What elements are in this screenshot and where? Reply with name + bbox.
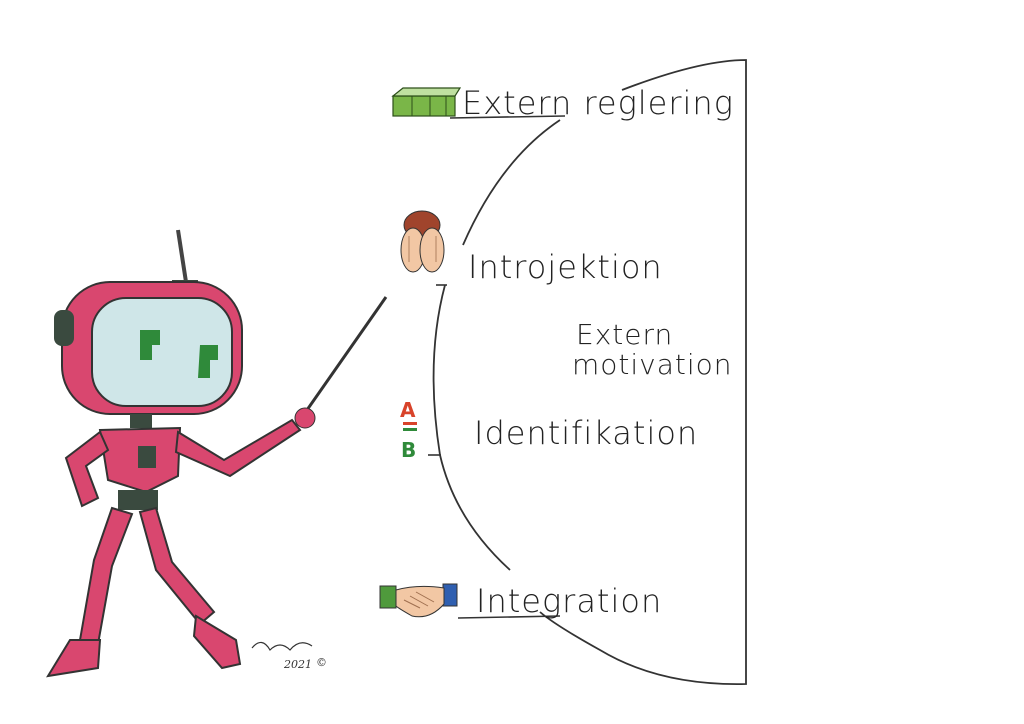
stage-label-extern-reglering: Extern reglering	[462, 84, 734, 122]
stage-connector-arc	[432, 119, 561, 571]
extern-motivation-outline	[539, 59, 747, 685]
group-label-line1: Extern	[576, 318, 674, 351]
stage-label-identifikation: Identifikation	[474, 414, 699, 452]
stage-label-integration: Integration	[476, 582, 663, 620]
pointer-stick	[298, 296, 388, 421]
underline-integration	[457, 615, 561, 619]
robot-illustration	[46, 229, 388, 678]
handshake-icon	[379, 583, 458, 618]
group-label-line2: motivation	[572, 348, 733, 381]
signature-year: 2021	[284, 658, 312, 671]
robot-screen	[91, 297, 233, 407]
b-letter: B	[401, 438, 416, 462]
money-stack-icon	[391, 87, 462, 117]
artist-signature	[251, 641, 313, 651]
a-letter: A	[400, 398, 416, 422]
a-equals-b-icon: A B	[400, 398, 417, 462]
underline-extern-reglering	[449, 115, 566, 119]
stage-label-introjektion: Introjektion	[468, 248, 663, 286]
copyright-icon: ©	[316, 656, 327, 669]
face-covering-hands-icon	[400, 210, 445, 273]
